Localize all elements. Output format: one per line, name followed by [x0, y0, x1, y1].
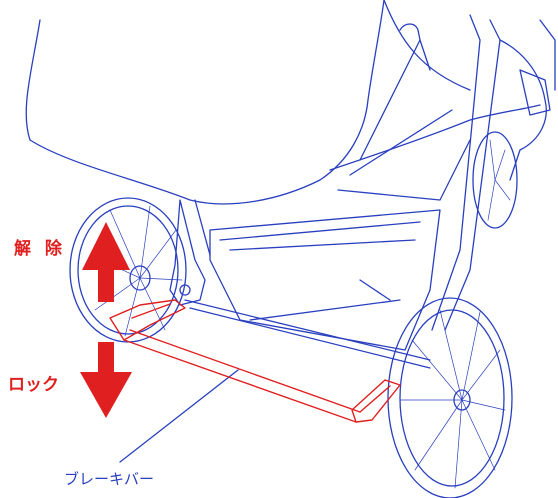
basket-fold — [359, 279, 391, 301]
left-fork-bolt — [179, 284, 191, 296]
brake-bar-pointer — [119, 369, 239, 463]
down-arrow-icon — [80, 342, 132, 418]
lock-label: ロック — [8, 375, 59, 395]
left-wheel-hub — [129, 265, 151, 291]
seat-frame — [329, 104, 541, 171]
brake-bar-bottom — [123, 339, 357, 423]
brake-bar-label: ブレーキバー — [64, 470, 155, 488]
axle-bar — [184, 299, 431, 361]
left-fork-arm — [194, 199, 211, 256]
right-wheel-inner — [399, 309, 505, 487]
basket-edge — [249, 299, 401, 321]
rear-frame-right — [444, 19, 501, 331]
brake-pedal-left — [109, 299, 186, 341]
seat-rail-2 — [349, 109, 453, 176]
brake-pedal-left-inner — [131, 303, 171, 319]
rear-wheel-top-spokes — [487, 139, 511, 221]
side-panel-2 — [539, 19, 556, 91]
release-label: 解 除 — [14, 239, 66, 259]
brake-pedal-right — [351, 379, 401, 423]
seat-rail — [337, 139, 471, 201]
axle-bar-2 — [189, 307, 431, 369]
side-panel — [499, 39, 547, 181]
canopy-inner — [383, 0, 471, 91]
up-arrow-icon — [82, 222, 130, 302]
brake-bar-top — [129, 329, 361, 413]
side-buckle — [519, 69, 551, 116]
handle-bar — [359, 23, 421, 161]
right-wheel-spokes — [399, 309, 506, 489]
right-wheel-outer — [387, 297, 513, 498]
basket — [209, 209, 441, 351]
frame-tube — [419, 39, 431, 71]
basket-rim — [219, 221, 421, 241]
canopy — [25, 0, 385, 205]
basket-inner — [229, 239, 416, 251]
left-fork — [169, 199, 206, 306]
left-wheel-spokes — [89, 205, 183, 337]
brake-pedal-right-inner — [359, 385, 391, 413]
left-wheel-inner — [77, 205, 179, 335]
rear-wheel-top — [472, 131, 518, 229]
rear-frame-left — [431, 14, 481, 331]
